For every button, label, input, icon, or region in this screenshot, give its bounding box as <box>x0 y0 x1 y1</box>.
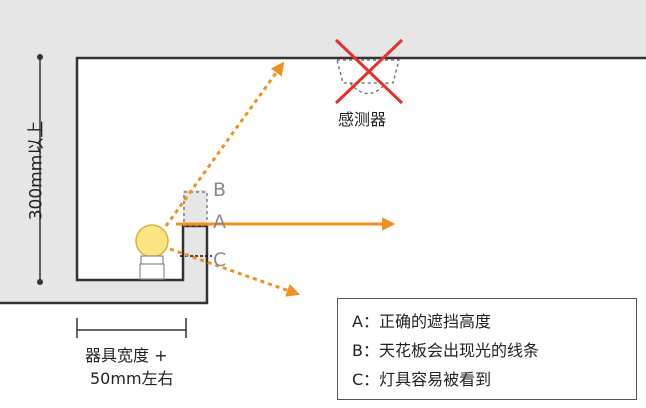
legend-item-a: A：正确的遮挡高度 <box>352 312 491 331</box>
height-dimension-label: 300mm以上 <box>26 120 47 221</box>
mark-c: C <box>213 249 227 271</box>
light-bulb-icon <box>135 224 169 280</box>
width-dimension-label-line1: 器具宽度 + <box>85 346 168 365</box>
room-interior <box>0 58 646 408</box>
b-dashed-height <box>183 191 208 227</box>
sensor-label: 感测器 <box>338 110 387 129</box>
arrow-down-dotted <box>169 247 301 297</box>
arrow-up-dotted <box>164 61 285 227</box>
height-dimension-line <box>37 54 43 285</box>
ceiling-structure <box>0 0 646 303</box>
width-dimension-line <box>76 318 187 338</box>
legend-item-b: B：天花板会出现光的线条 <box>352 341 539 360</box>
legend-box: A：正确的遮挡高度 B：天花板会出现光的线条 C：灯具容易被看到 <box>337 298 637 400</box>
width-dimension-label-line2: 50mm左右 <box>90 369 174 388</box>
mark-b: B <box>213 179 227 201</box>
cross-mark-icon <box>334 38 404 105</box>
mark-a: A <box>213 211 226 233</box>
wall-outline <box>0 56 646 305</box>
legend-item-c: C：灯具容易被看到 <box>352 370 492 389</box>
